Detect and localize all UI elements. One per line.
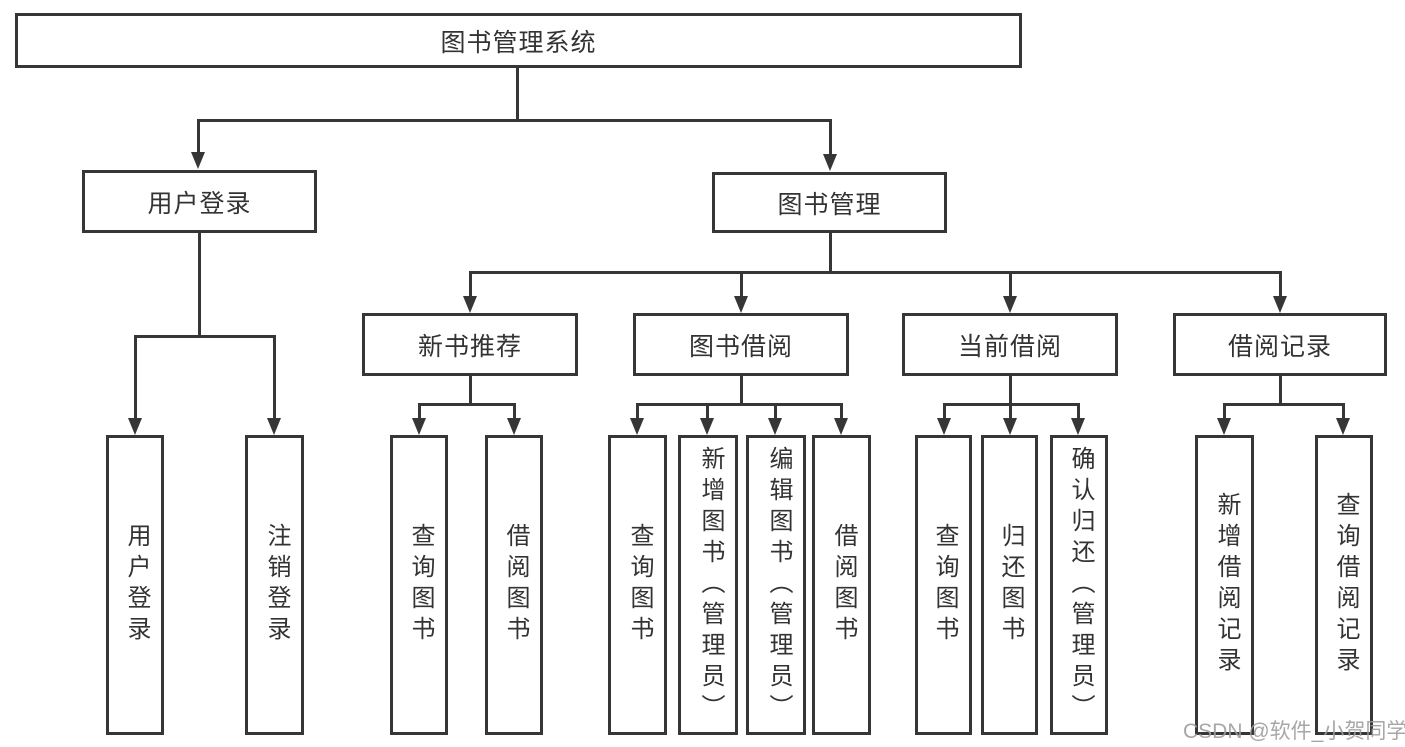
leaf-add-borrow-record: 新增借阅记录 xyxy=(1195,435,1254,735)
connector-arrowhead xyxy=(1003,296,1017,313)
leaf-add-books-admin: 新增图书（管理员） xyxy=(678,435,738,735)
connector-hline xyxy=(469,271,1281,274)
connector-vline xyxy=(1279,376,1282,405)
connector-arrowhead xyxy=(412,418,426,435)
connector-arrowhead xyxy=(768,418,782,435)
connector-arrowhead xyxy=(734,296,748,313)
leaf-logout: 注销登录 xyxy=(245,435,304,735)
connector-arrowhead xyxy=(1336,418,1350,435)
connector-vline xyxy=(706,403,709,420)
leaf-return-books: 归还图书 xyxy=(981,435,1038,735)
connector-arrowhead xyxy=(1217,418,1231,435)
connector-vline xyxy=(829,119,832,156)
connector-vline xyxy=(1223,403,1226,420)
connector-vline xyxy=(1009,376,1012,405)
connector-arrowhead xyxy=(267,418,281,435)
connector-vline xyxy=(1342,403,1345,420)
connector-vline xyxy=(636,403,639,420)
connector-hline xyxy=(197,119,831,122)
node-book-management: 图书管理 xyxy=(712,172,947,233)
leaf-query-books: 查询图书 xyxy=(390,435,448,735)
connector-arrowhead xyxy=(834,418,848,435)
connector-arrowhead xyxy=(463,296,477,313)
node-new-book-recommend: 新书推荐 xyxy=(362,313,578,376)
leaf-query-books: 查询图书 xyxy=(915,435,972,735)
connector-vline xyxy=(1077,403,1080,420)
connector-vline xyxy=(829,233,832,271)
leaf-borrow-books: 借阅图书 xyxy=(485,435,543,735)
leaf-edit-books-admin: 编辑图书（管理员） xyxy=(746,435,806,735)
connector-vline xyxy=(1009,271,1012,297)
connector-hline xyxy=(1223,403,1344,406)
connector-vline xyxy=(1279,271,1282,297)
connector-arrowhead xyxy=(128,418,142,435)
node-book-borrow: 图书借阅 xyxy=(633,313,849,376)
connector-hline xyxy=(134,335,275,338)
connector-hline xyxy=(636,403,843,406)
connector-vline xyxy=(740,376,743,405)
csdn-watermark: CSDN @软件_小贺同学 xyxy=(1183,720,1405,743)
connector-vline xyxy=(943,403,946,420)
node-root-system: 图书管理系统 xyxy=(15,13,1022,68)
connector-arrowhead xyxy=(191,152,205,169)
connector-vline xyxy=(469,376,472,405)
leaf-query-borrow-record: 查询借阅记录 xyxy=(1315,435,1373,735)
connector-vline xyxy=(774,403,777,420)
connector-arrowhead xyxy=(630,418,644,435)
connector-vline xyxy=(198,233,201,335)
connector-vline xyxy=(273,335,276,419)
node-user-login: 用户登录 xyxy=(82,170,317,233)
connector-vline xyxy=(197,119,200,154)
leaf-borrow-books: 借阅图书 xyxy=(812,435,871,735)
connector-vline xyxy=(134,335,137,419)
connector-hline xyxy=(418,403,515,406)
leaf-confirm-return-admin: 确认归还（管理员） xyxy=(1050,435,1108,735)
connector-arrowhead xyxy=(507,418,521,435)
node-borrow-records: 借阅记录 xyxy=(1173,313,1387,376)
connector-arrowhead xyxy=(1003,418,1017,435)
connector-arrowhead xyxy=(823,154,837,171)
connector-arrowhead xyxy=(937,418,951,435)
connector-vline xyxy=(418,403,421,420)
connector-vline xyxy=(516,68,519,119)
connector-vline xyxy=(840,403,843,420)
node-current-borrow: 当前借阅 xyxy=(902,313,1118,376)
connector-arrowhead xyxy=(700,418,714,435)
connector-vline xyxy=(469,271,472,297)
connector-vline xyxy=(1009,403,1012,420)
leaf-query-books: 查询图书 xyxy=(608,435,667,735)
connector-vline xyxy=(513,403,516,420)
leaf-user-login: 用户登录 xyxy=(106,435,164,735)
connector-vline xyxy=(740,271,743,297)
connector-arrowhead xyxy=(1071,418,1085,435)
connector-arrowhead xyxy=(1273,296,1287,313)
